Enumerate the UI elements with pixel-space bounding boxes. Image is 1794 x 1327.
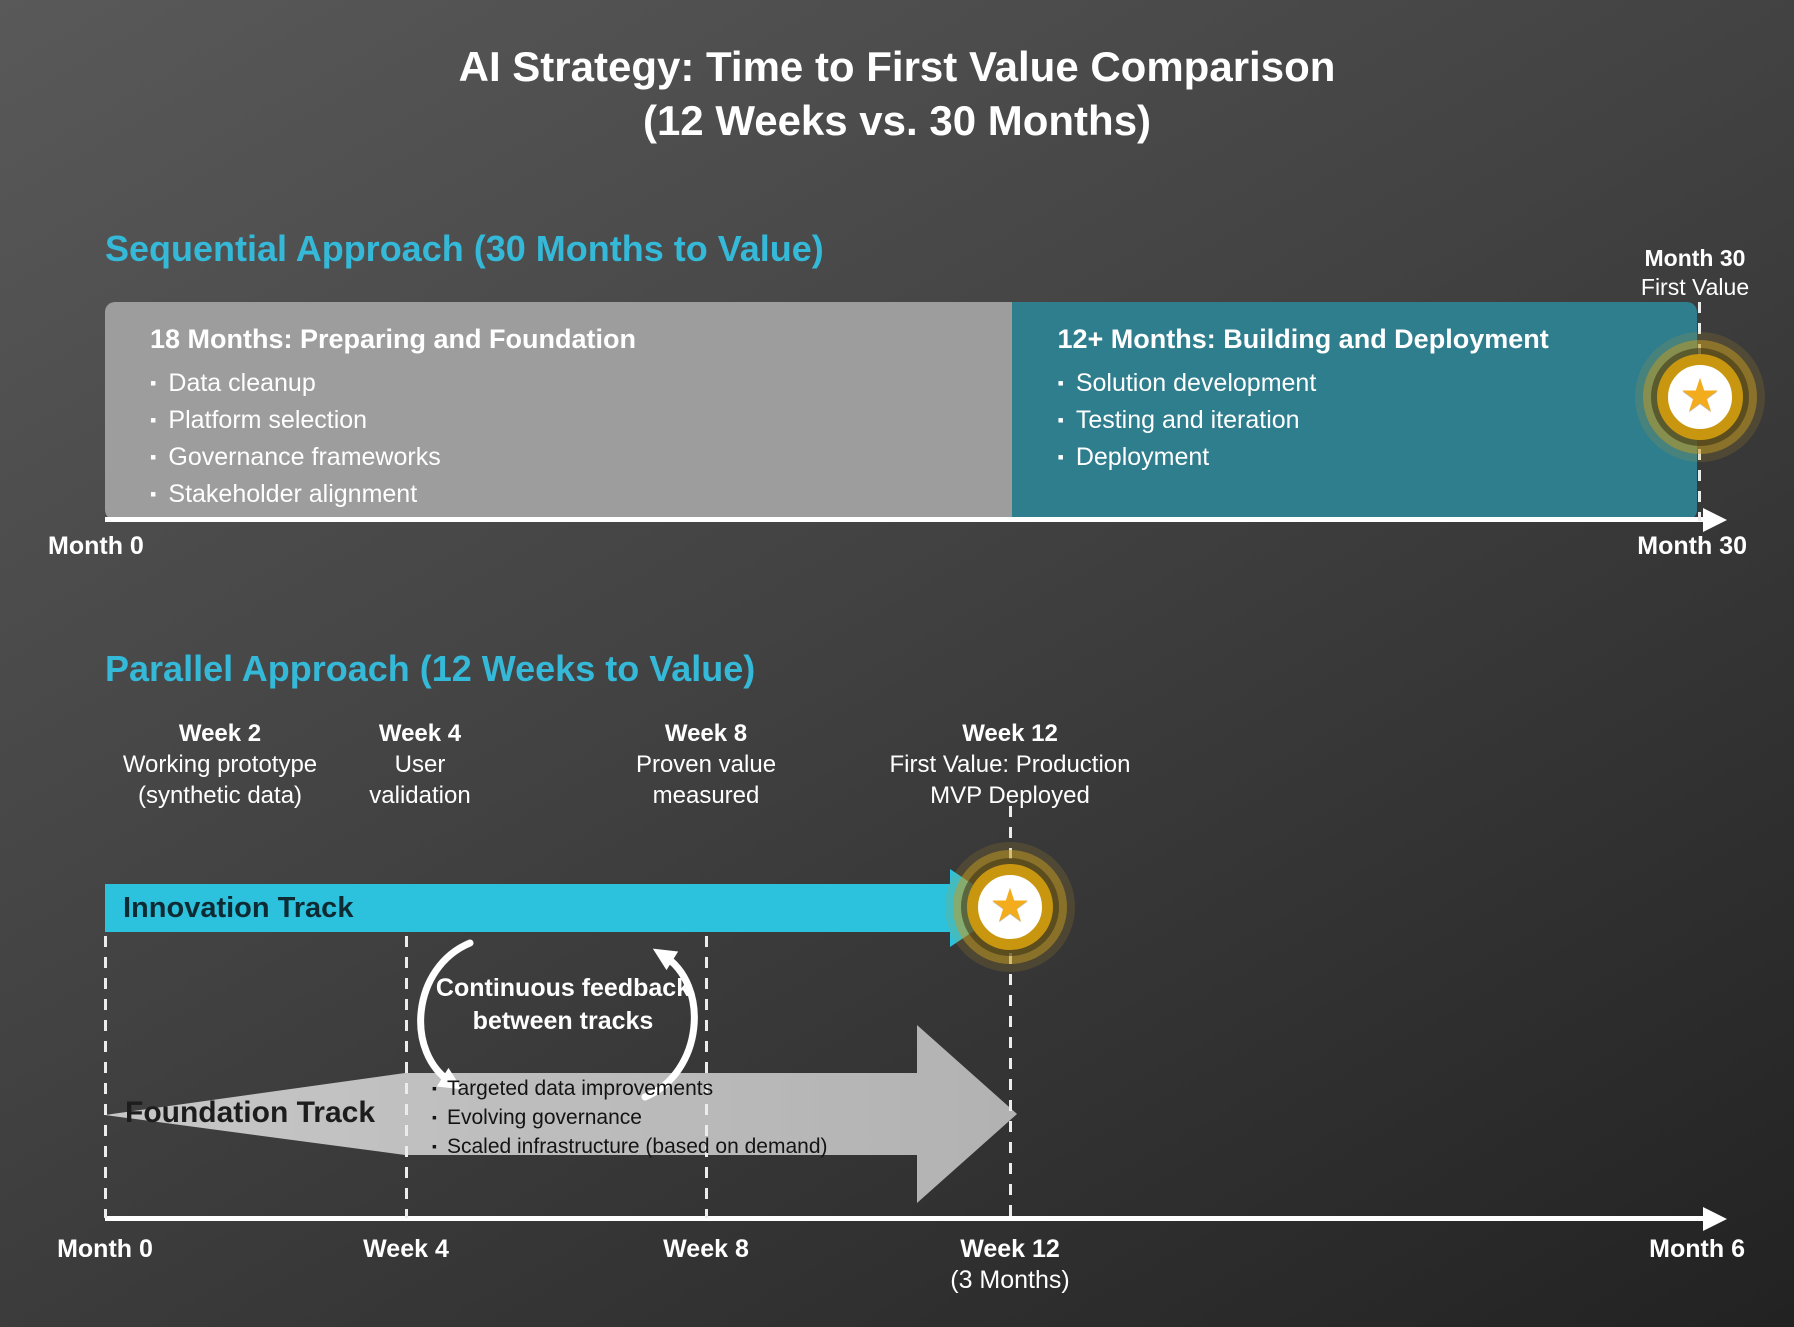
parallel-axis-end-label: Month 6 [1649, 1235, 1745, 1263]
parallel-axis-start-label: Month 0 [57, 1235, 153, 1263]
phase1-title: 18 Months: Preparing and Foundation [150, 324, 636, 354]
milestone-week-label: Week 8 [664, 720, 748, 747]
milestone-line: User [394, 751, 446, 778]
milestone-line: First Value: Production [889, 751, 1131, 778]
sequential-timeline-bar: 18 Months: Preparing and Foundation Data… [105, 302, 1697, 520]
parallel-axis [105, 1206, 1727, 1231]
title-line-2: (12 Weeks vs. 30 Months) [642, 97, 1152, 144]
page-title: AI Strategy: Time to First Value Compari… [0, 40, 1794, 148]
milestone-week-label: Week 12 [962, 720, 1058, 747]
sequential-axis-end-label: Month 30 [1637, 532, 1747, 560]
milestone-line: MVP Deployed [930, 782, 1090, 809]
sequential-heading: Sequential Approach (30 Months to Value) [105, 228, 824, 269]
phase1-bullet: Stakeholder alignment [150, 476, 967, 513]
feedback-label-line1: Continuous feedback [435, 974, 691, 1002]
milestone-line: measured [652, 782, 760, 809]
foundation-track-label: Foundation Track [125, 1096, 376, 1129]
week12-label: Week 12 [960, 1235, 1060, 1263]
milestone-week-label: Week 4 [378, 720, 462, 747]
first-value-star-badge-parallel: ★ [967, 864, 1053, 950]
milestone-week-2: Week 2 Working prototype (synthetic data… [100, 718, 340, 811]
foundation-bullet: Targeted data improvements [432, 1074, 828, 1103]
title-line-1: AI Strategy: Time to First Value Compari… [458, 43, 1336, 90]
first-value-label: First Value [1640, 274, 1750, 300]
milestone-line: validation [369, 782, 471, 809]
milestone-week-4: Week 4 User validation [300, 718, 540, 811]
feedback-label: Continuous feedback between tracks [398, 972, 728, 1038]
star-icon: ★ [989, 878, 1031, 931]
milestone-line: Proven value [635, 751, 777, 778]
phase2-bullet-list: Solution development Testing and iterati… [1057, 365, 1652, 476]
parallel-axis-week8-label: Week 8 [663, 1235, 749, 1263]
sequential-first-value-marker: Month 30 First Value [1600, 244, 1790, 302]
phase1-bullet: Platform selection [150, 402, 967, 439]
milestone-week-label: Week 2 [178, 720, 262, 747]
arrowhead-icon [1703, 507, 1727, 532]
sequential-axis [105, 507, 1727, 532]
phase2-bullet: Solution development [1057, 365, 1652, 402]
foundation-bullet: Scaled infrastructure (based on demand) [432, 1132, 828, 1161]
feedback-label-line2: between tracks [472, 1007, 654, 1035]
innovation-track-bar: Innovation Track [105, 884, 950, 932]
milestone-line: (synthetic data) [137, 782, 303, 809]
star-icon: ★ [1679, 368, 1721, 421]
phase2-bullet: Deployment [1057, 439, 1652, 476]
month0-dashed-line [104, 936, 107, 1218]
week4-dashed-line [405, 936, 408, 1218]
phase-building-deployment: 12+ Months: Building and Deployment Solu… [1012, 302, 1697, 520]
phase2-title: 12+ Months: Building and Deployment [1057, 324, 1549, 354]
phase1-bullet: Governance frameworks [150, 439, 967, 476]
foundation-bullet: Evolving governance [432, 1103, 828, 1132]
week12-sublabel: (3 Months) [950, 1266, 1070, 1294]
phase2-bullet: Testing and iteration [1057, 402, 1652, 439]
parallel-axis-week4-label: Week 4 [363, 1235, 449, 1263]
first-value-month-label: Month 30 [1644, 245, 1746, 271]
phase1-bullet: Data cleanup [150, 365, 967, 402]
parallel-heading: Parallel Approach (12 Weeks to Value) [105, 648, 756, 689]
sequential-axis-start-label: Month 0 [48, 532, 144, 560]
phase1-bullet-list: Data cleanup Platform selection Governan… [150, 365, 967, 513]
phase-preparing-foundation: 18 Months: Preparing and Foundation Data… [105, 302, 1013, 520]
parallel-axis-week12-label: Week 12 (3 Months) [910, 1234, 1110, 1296]
innovation-track-label: Innovation Track [123, 891, 354, 924]
foundation-bullet-list: Targeted data improvements Evolving gove… [432, 1074, 828, 1161]
milestone-week-8: Week 8 Proven value measured [586, 718, 826, 811]
first-value-star-badge-sequential: ★ [1657, 354, 1743, 440]
week12-dashed-line [1009, 806, 1012, 1218]
milestone-week-12: Week 12 First Value: Production MVP Depl… [840, 718, 1180, 811]
milestone-line: Working prototype [122, 751, 318, 778]
arrowhead-icon [1703, 1206, 1727, 1231]
